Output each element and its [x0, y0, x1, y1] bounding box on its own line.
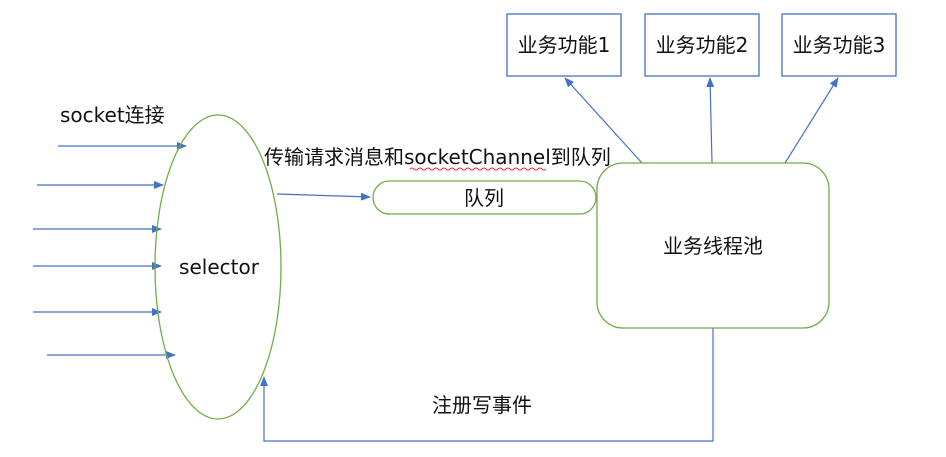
spellcheck-underline [409, 167, 547, 171]
function-box-1-label: 业务功能1 [518, 33, 611, 57]
thread-pool-label: 业务线程池 [663, 234, 763, 258]
socket-connect-label: socket连接 [60, 103, 165, 127]
register-write-label: 注册写事件 [432, 393, 532, 417]
queue-label: 队列 [464, 186, 504, 210]
function-box-2-label: 业务功能2 [656, 33, 749, 57]
arrow-pool-to-function-1 [564, 77, 643, 164]
arrow-pool-to-function-3 [784, 77, 839, 164]
transfer-label: 传输请求消息和socketChannel到队列 [264, 145, 611, 169]
function-box-3-label: 业务功能3 [793, 33, 886, 57]
selector-ellipse [154, 114, 282, 420]
function-box-2: 业务功能2 [644, 13, 760, 77]
arrow-selector-to-queue [276, 192, 371, 201]
queue-capsule [372, 180, 597, 215]
arrow-register-write [260, 328, 714, 442]
function-box-3: 业务功能3 [781, 13, 897, 77]
function-box-1: 业务功能1 [506, 13, 622, 77]
selector-label: selector [179, 255, 260, 279]
arrow-pool-to-function-2 [706, 77, 715, 164]
